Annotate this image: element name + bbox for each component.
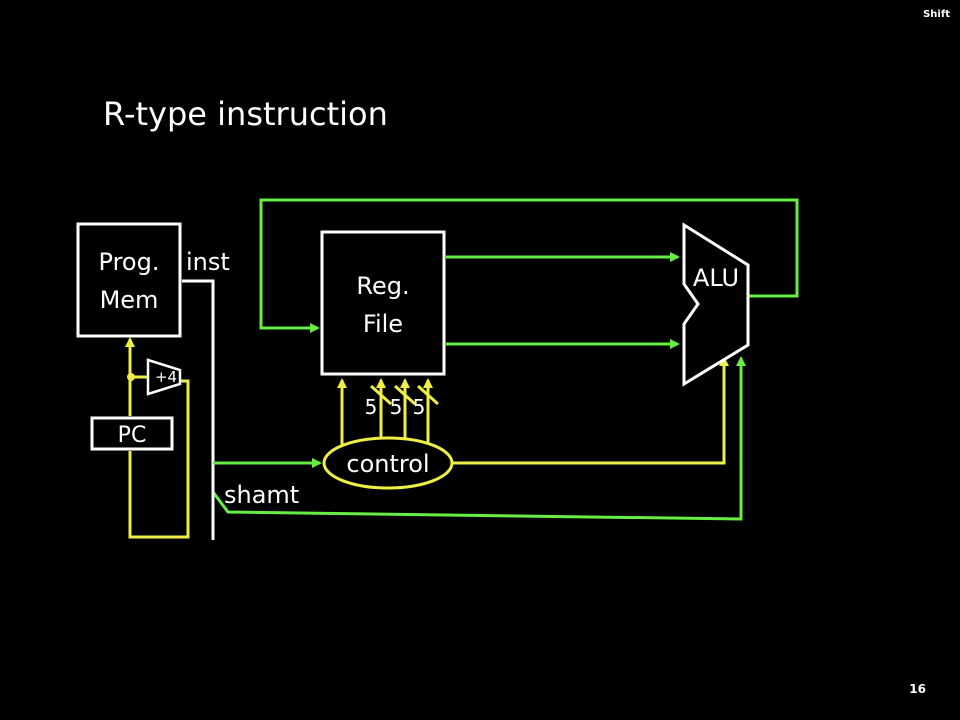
field-width-label-3: 5 xyxy=(413,395,426,419)
field-width-label-2: 5 xyxy=(390,395,403,419)
shamt-label: shamt xyxy=(224,481,299,509)
prog-mem-block xyxy=(76,222,182,338)
slide-title: R-type instruction xyxy=(103,95,388,133)
adder-block xyxy=(146,358,182,396)
adder-label: +4 xyxy=(155,368,177,386)
prog-mem-label-line2: Mem xyxy=(100,286,159,314)
bus-slash-2 xyxy=(393,384,417,406)
field-width-label-1: 5 xyxy=(365,395,378,419)
shamt-wire xyxy=(211,356,746,521)
reg-file-label-line2: File xyxy=(363,310,403,338)
alu-label: ALU xyxy=(693,264,739,292)
slide-corner-label: Shift xyxy=(923,9,950,20)
reg-file-block xyxy=(320,230,446,376)
control-to-alu-wire xyxy=(452,356,729,465)
pc-block xyxy=(90,416,174,451)
pc-loop-wire xyxy=(128,379,190,539)
bus-slash-3 xyxy=(416,384,440,406)
page-number: 16 xyxy=(909,682,926,696)
reg-file-label-line1: Reg. xyxy=(356,272,409,300)
alu-feedback-wire xyxy=(259,198,799,333)
junction-dot xyxy=(127,373,135,381)
prog-mem-label-line1: Prog. xyxy=(99,248,160,276)
alu-block xyxy=(682,222,750,387)
bus-slash-1 xyxy=(369,384,393,406)
pc-label: PC xyxy=(118,423,147,448)
control-block xyxy=(322,436,454,490)
inst-label: inst xyxy=(186,248,230,276)
inst-bus-wire xyxy=(182,279,215,540)
control-label: control xyxy=(346,450,429,478)
